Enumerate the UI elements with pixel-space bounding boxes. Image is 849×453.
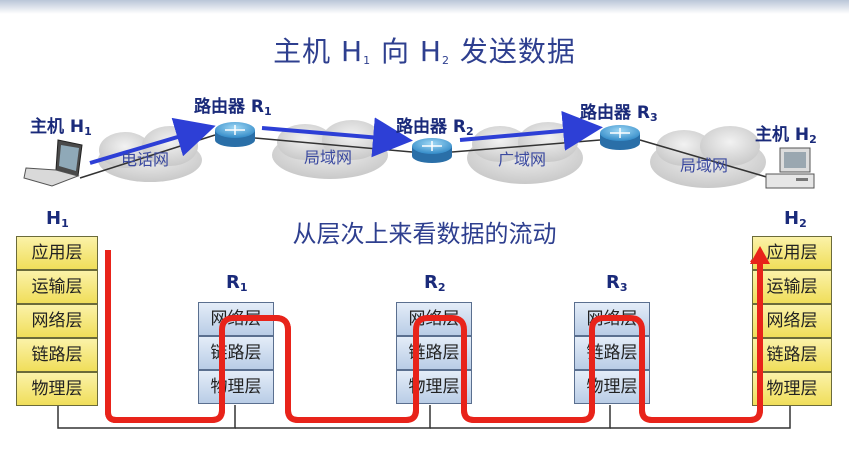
physical-links bbox=[57, 405, 791, 429]
desktop-computer-icon bbox=[765, 147, 815, 189]
router-r1-icon bbox=[215, 122, 255, 147]
h1-network-layer: 网络层 bbox=[16, 304, 98, 338]
r2-link-layer: 链路层 bbox=[396, 336, 472, 370]
h1-application-layer: 应用层 bbox=[16, 236, 98, 270]
stack-h2-header: H2 bbox=[784, 208, 807, 230]
h2-application-layer: 应用层 bbox=[752, 236, 832, 270]
cloud-label-phone: 电话网 bbox=[121, 150, 170, 169]
host-h2-label: 主机 H2 bbox=[755, 125, 817, 146]
r1-link-layer: 链路层 bbox=[198, 336, 274, 370]
h2-network-layer: 网络层 bbox=[752, 304, 832, 338]
top-gradient-bar bbox=[0, 0, 849, 14]
router-r2-label: 路由器 R2 bbox=[396, 117, 474, 138]
router-r2-icon bbox=[412, 138, 452, 163]
r3-physical-layer: 物理层 bbox=[574, 370, 650, 404]
stack-r2-header: R2 bbox=[424, 272, 446, 294]
h1-link-layer: 链路层 bbox=[16, 338, 98, 372]
router-r3-icon bbox=[600, 125, 640, 150]
h2-physical-layer: 物理层 bbox=[752, 372, 832, 406]
slide-title: 主机 H1 向 H2 发送数据 bbox=[273, 35, 576, 68]
cloud-label-lan-2: 局域网 bbox=[680, 156, 729, 175]
h1-transport-layer: 运输层 bbox=[16, 270, 98, 304]
cloud-label-wan: 广域网 bbox=[498, 150, 547, 169]
laptop-icon bbox=[23, 139, 83, 187]
h2-transport-layer: 运输层 bbox=[752, 270, 832, 304]
stack-r1-header: R1 bbox=[226, 272, 248, 294]
h2-link-layer: 链路层 bbox=[752, 338, 832, 372]
data-path-arrows bbox=[89, 110, 603, 165]
cloud-lan-2 bbox=[650, 126, 766, 188]
cloud-wan bbox=[467, 122, 583, 184]
h1-physical-layer: 物理层 bbox=[16, 372, 98, 406]
r2-network-layer: 网络层 bbox=[396, 302, 472, 336]
cloud-label-lan-1: 局域网 bbox=[304, 148, 353, 167]
r1-physical-layer: 物理层 bbox=[198, 370, 274, 404]
r1-network-layer: 网络层 bbox=[198, 302, 274, 336]
stack-r3-header: R3 bbox=[606, 272, 628, 294]
r2-physical-layer: 物理层 bbox=[396, 370, 472, 404]
host-h1-label: 主机 H1 bbox=[30, 117, 92, 138]
router-r3-label: 路由器 R3 bbox=[580, 103, 658, 124]
r3-link-layer: 链路层 bbox=[574, 336, 650, 370]
stack-h1-header: H1 bbox=[46, 208, 69, 230]
router-r1-label: 路由器 R1 bbox=[194, 97, 272, 118]
section-subtitle: 从层次上来看数据的流动 bbox=[292, 220, 557, 248]
r3-network-layer: 网络层 bbox=[574, 302, 650, 336]
